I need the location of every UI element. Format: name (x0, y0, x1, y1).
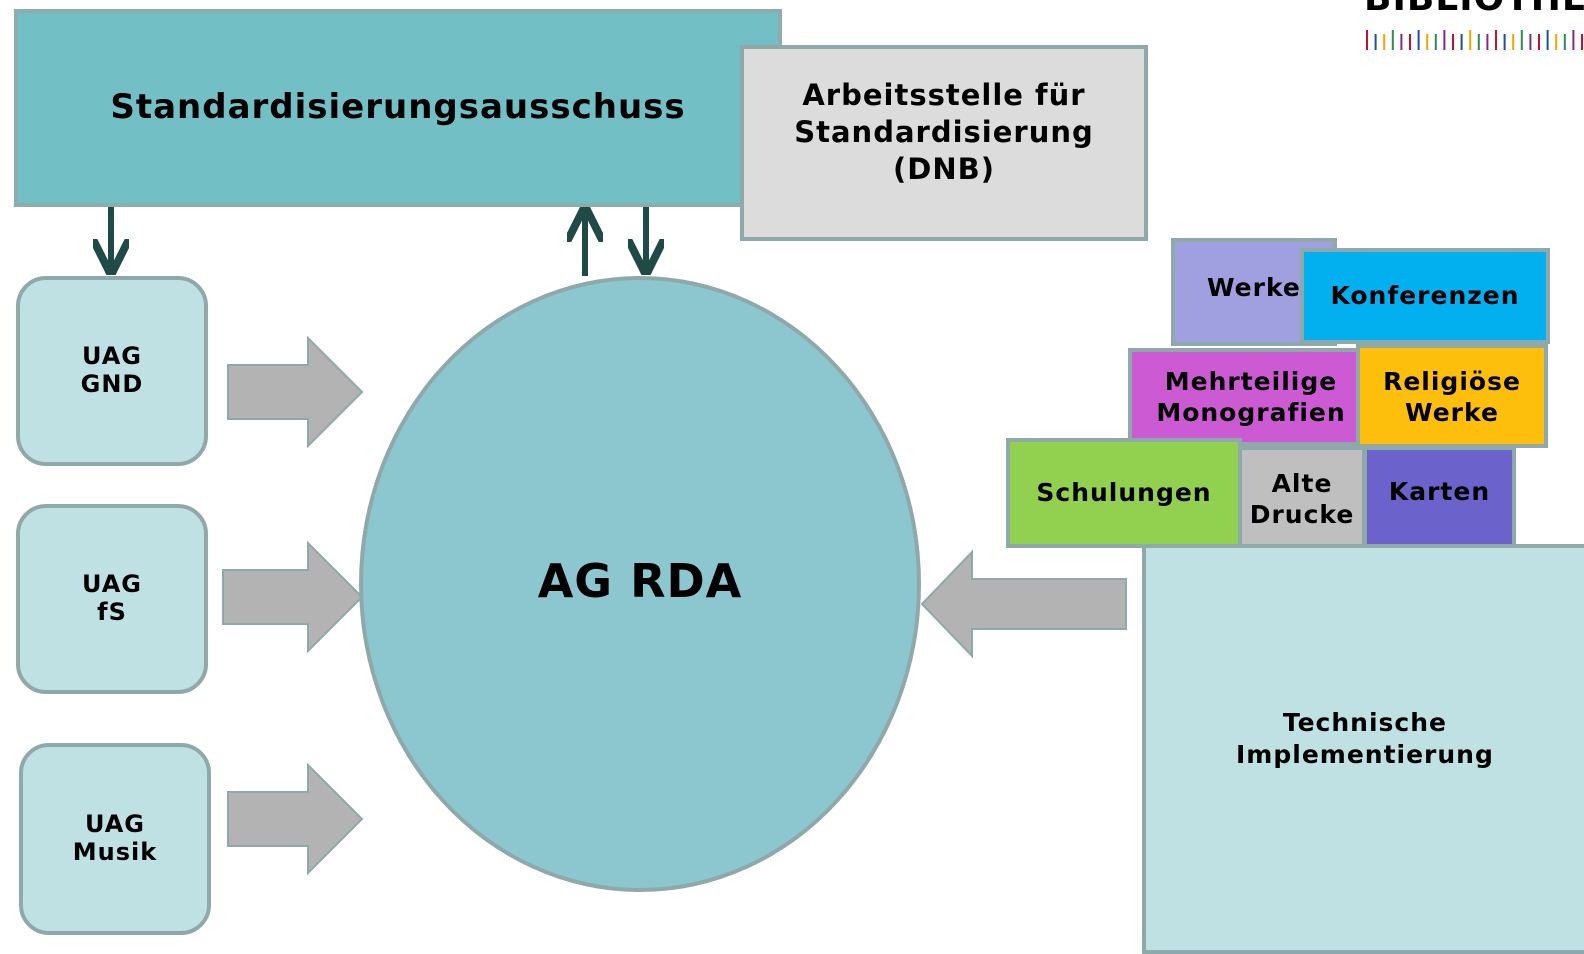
block-arrow-uag-gnd (227, 335, 364, 449)
logo-bar (1434, 34, 1437, 50)
technical-implementation-label: Technische Implementierung (1236, 707, 1494, 770)
topic-werke-label: Werke (1207, 272, 1301, 302)
topic-karten-label: Karten (1388, 477, 1491, 506)
logo-bar (1409, 34, 1411, 50)
logo-bar (1546, 30, 1549, 50)
logo-bar (1477, 34, 1480, 50)
ag-rda-label: AG RDA (537, 554, 743, 608)
uag-fs-label: UAG fS (81, 570, 143, 626)
uag-gnd-label: UAG GND (80, 342, 144, 398)
logo-bar (1563, 34, 1566, 50)
logo-bar (1469, 30, 1472, 50)
office-label: Arbeitsstelle für Standardisierung (DNB) (794, 78, 1094, 187)
logo-bar (1374, 34, 1377, 50)
logo-bar (1426, 34, 1429, 50)
uag-musik-box: UAG Musik (19, 743, 211, 935)
logo-bar (1400, 34, 1403, 50)
logo-bar (1366, 30, 1368, 50)
logo-bar (1538, 34, 1540, 50)
logo-bar (1503, 34, 1506, 50)
topic-mehrteilige-monografien: Mehrteilige Monografien (1128, 348, 1374, 446)
logo-bar (1391, 30, 1394, 50)
logo-bar (1452, 34, 1454, 50)
block-arrow-uag-musik (227, 762, 364, 876)
topic-alte-drucke: Alte Drucke (1238, 446, 1366, 548)
logo-text: BIBLIOTHEK (1364, 0, 1584, 19)
ag-rda-ellipse: AG RDA (359, 276, 921, 892)
logo-bar (1555, 34, 1558, 50)
topic-religioese-label: Religiöse Werke (1383, 367, 1521, 428)
uag-fs-box: UAG fS (16, 504, 208, 694)
library-logo: BIBLIOTHEK (1356, 0, 1584, 56)
logo-bar (1443, 30, 1446, 50)
technical-implementation-box: Technische Implementierung (1142, 544, 1584, 954)
topic-alte-drucke-label: Alte Drucke (1249, 468, 1355, 529)
topic-mehrteilige-label: Mehrteilige Monografien (1156, 366, 1346, 427)
logo-bar (1460, 34, 1463, 50)
topic-schulungen-label: Schulungen (1036, 477, 1212, 507)
logo-bar (1520, 30, 1523, 50)
logo-bar (1581, 34, 1583, 50)
logo-bar (1572, 30, 1575, 50)
committee-label: Standardisierungsausschuss (110, 87, 686, 128)
topic-religioese-werke: Religiöse Werke (1356, 344, 1548, 448)
logo-bars (1366, 30, 1583, 50)
logo-bar (1486, 34, 1489, 50)
uag-musik-label: UAG Musik (72, 810, 158, 866)
topic-konferenzen-label: Konferenzen (1330, 280, 1520, 310)
uag-gnd-box: UAG GND (16, 276, 208, 466)
block-arrow-topics (920, 549, 1127, 659)
block-arrow-uag-fs (222, 540, 364, 654)
topic-konferenzen: Konferenzen (1300, 248, 1550, 344)
committee-box: Standardisierungsausschuss (14, 9, 782, 207)
topic-schulungen: Schulungen (1006, 438, 1242, 548)
logo-bar (1495, 30, 1497, 50)
logo-bar (1383, 34, 1386, 50)
logo-bar (1512, 34, 1515, 50)
topic-karten: Karten (1363, 446, 1516, 548)
logo-bar (1529, 34, 1532, 50)
logo-bar (1417, 30, 1420, 50)
office-box: Arbeitsstelle für Standardisierung (DNB) (740, 45, 1148, 241)
